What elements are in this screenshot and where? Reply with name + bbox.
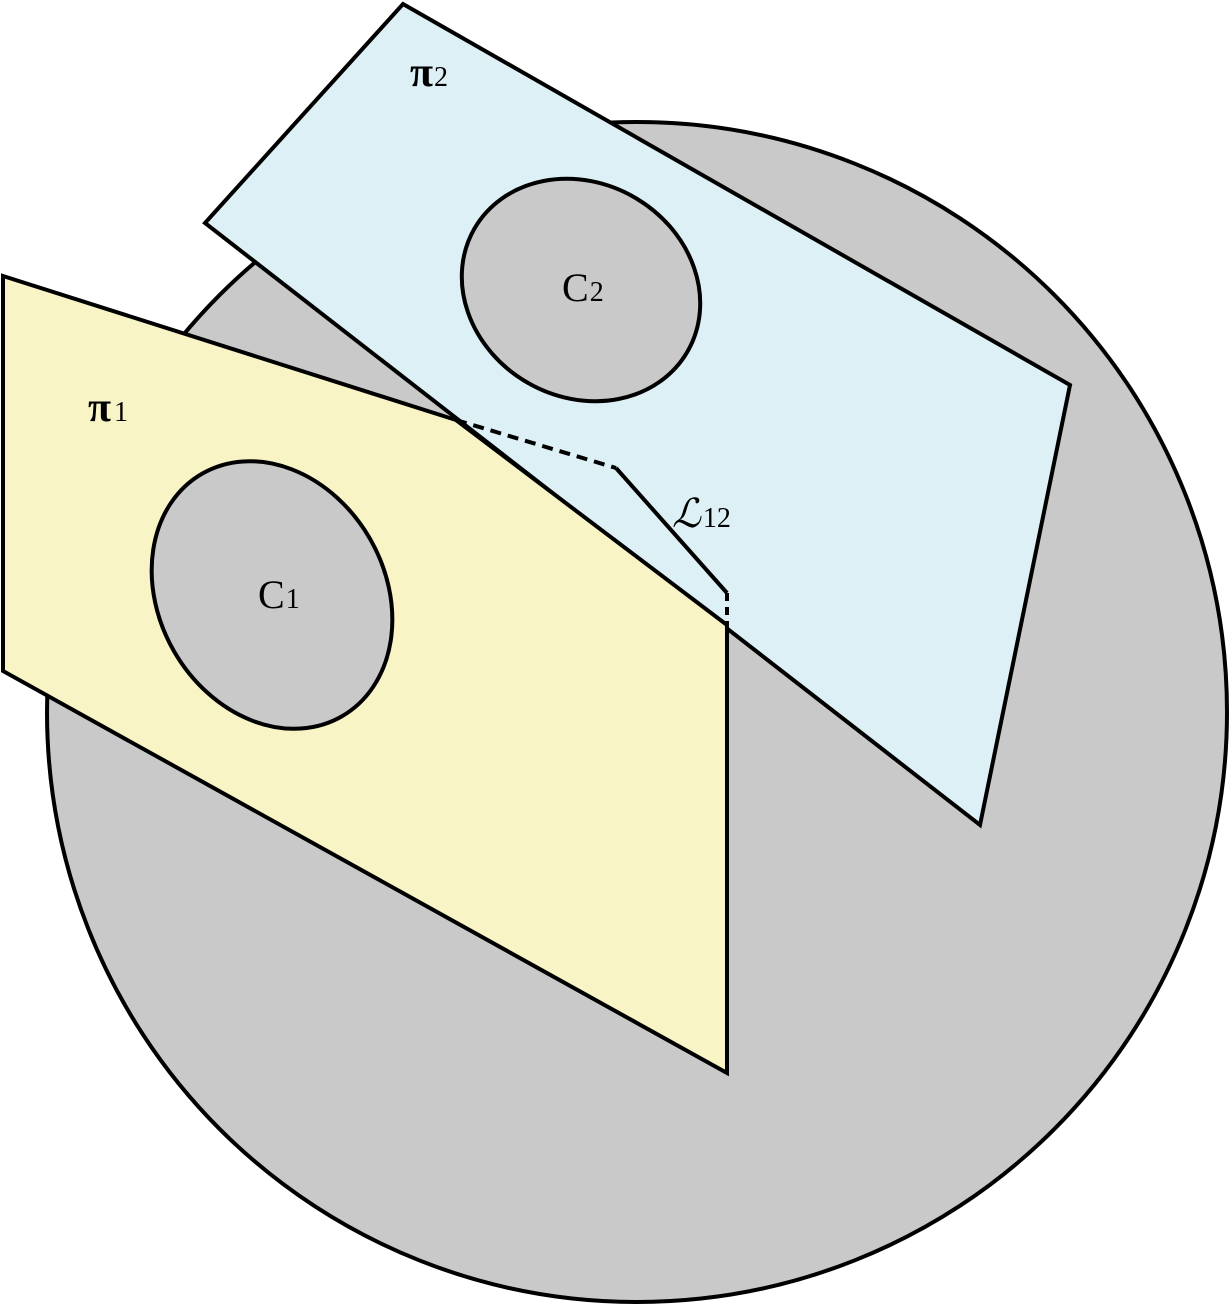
circle-c2-label: C2 (562, 265, 604, 310)
circle-c1-label: C1 (258, 572, 300, 617)
circle-c1 (149, 459, 395, 731)
intersection-line-label: ℒ12 (672, 491, 731, 537)
plane-pi-2-label: π2 (410, 50, 448, 96)
plane-pi-2 (202, 1, 1073, 829)
intersection-line-visible (614, 466, 729, 595)
circle-c2 (459, 176, 703, 404)
intersection-line-hidden-left (455, 418, 617, 470)
